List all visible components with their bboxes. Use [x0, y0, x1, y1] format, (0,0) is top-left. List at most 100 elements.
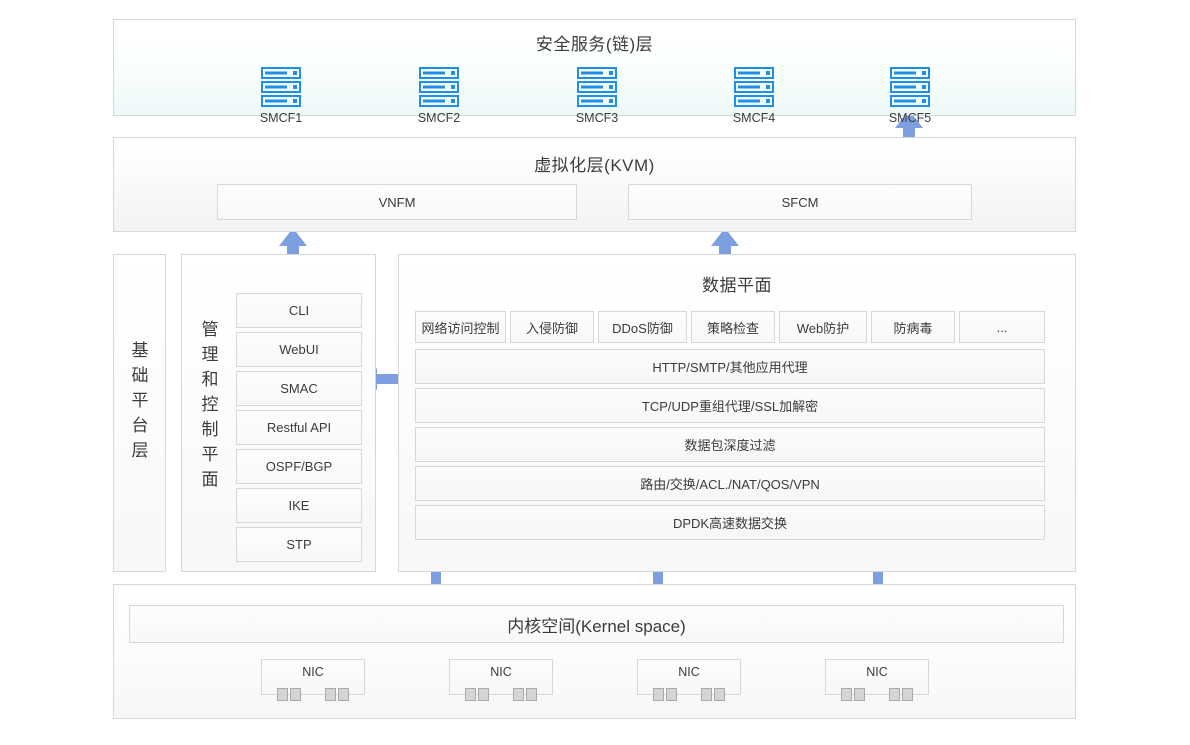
data-plane-feature-7[interactable]: ...	[959, 311, 1045, 343]
data-plane-title: 数据平面	[702, 276, 772, 295]
control-plane-panel: 管理和控制平面 CLI WebUI SMAC Restful API OSPF/…	[181, 254, 376, 572]
smcf-node-label: SMCF2	[417, 111, 461, 125]
nic-label: NIC	[302, 665, 324, 679]
data-plane-feature-4[interactable]: 策略检查	[691, 311, 775, 343]
nic-ports	[262, 688, 364, 701]
data-plane-panel: 数据平面 网络访问控制 入侵防御 DDoS防御 策略检查 Web防护 防病毒 .…	[398, 254, 1076, 572]
nic-port	[277, 688, 288, 701]
control-plane-item-restful-api[interactable]: Restful API	[236, 410, 362, 445]
nic-port	[889, 688, 900, 701]
data-plane-stack-row-2[interactable]: TCP/UDP重组代理/SSL加解密	[415, 388, 1045, 423]
control-plane-item-label: SMAC	[280, 381, 318, 396]
control-plane-item-label: STP	[286, 537, 312, 552]
control-plane-to-virtualization-arrow	[277, 228, 309, 274]
data-plane-feature-1[interactable]: 网络访问控制	[415, 311, 506, 343]
kernel-space-bar: 内核空间(Kernel space)	[129, 605, 1064, 643]
nic-port	[290, 688, 301, 701]
smcf-node-label: SMCF5	[888, 111, 932, 125]
nic-port	[325, 688, 336, 701]
nic-1[interactable]: NIC	[261, 659, 365, 701]
nic-ports	[826, 688, 928, 701]
control-plane-item-label: CLI	[288, 303, 310, 318]
nic-port	[714, 688, 725, 701]
nic-2[interactable]: NIC	[449, 659, 553, 701]
nic-port-pair	[889, 688, 913, 701]
data-plane-feature-label: 策略检查	[706, 320, 759, 336]
nic-port-pair	[277, 688, 301, 701]
nic-port	[338, 688, 349, 701]
data-plane-stack-label: TCP/UDP重组代理/SSL加解密	[641, 399, 819, 414]
kernel-space-title: 内核空间(Kernel space)	[507, 616, 686, 636]
sfcm-block[interactable]: SFCM	[628, 184, 972, 220]
data-plane-stack-row-3[interactable]: 数据包深度过滤	[415, 427, 1045, 462]
smcf-node-1[interactable]: SMCF1	[241, 66, 321, 125]
kernel-space-panel: 内核空间(Kernel space) NIC NIC	[113, 584, 1076, 719]
smcf-node-2[interactable]: SMCF2	[399, 66, 479, 125]
data-plane-feature-label: DDoS防御	[612, 320, 673, 336]
nic-port	[902, 688, 913, 701]
control-plane-item-stp[interactable]: STP	[236, 527, 362, 562]
nic-label: NIC	[866, 665, 888, 679]
nic-label: NIC	[678, 665, 700, 679]
nic-port	[478, 688, 489, 701]
server-icon	[419, 67, 459, 107]
smcf-node-4[interactable]: SMCF4	[714, 66, 794, 125]
data-plane-feature-label: 网络访问控制	[421, 320, 500, 336]
data-plane-stack-row-5[interactable]: DPDK高速数据交换	[415, 505, 1045, 540]
nic-port-pair	[325, 688, 349, 701]
data-plane-stack-label: HTTP/SMTP/其他应用代理	[652, 360, 808, 375]
nic-3[interactable]: NIC	[637, 659, 741, 701]
data-plane-stack-label: DPDK高速数据交换	[672, 516, 788, 531]
server-icon	[261, 67, 301, 107]
server-icon	[577, 67, 617, 107]
data-plane-stack-label: 路由/交换/ACL./NAT/QOS/VPN	[640, 477, 820, 492]
vnfm-block[interactable]: VNFM	[217, 184, 577, 220]
smcf-node-label: SMCF3	[575, 111, 619, 125]
control-plane-item-cli[interactable]: CLI	[236, 293, 362, 328]
control-plane-item-label: Restful API	[266, 420, 332, 435]
infrastructure-layer-label: 基础平台层	[131, 341, 149, 460]
nic-port-pair	[653, 688, 677, 701]
security-service-layer-panel: 安全服务(链)层 SMCF1	[113, 19, 1076, 125]
data-plane-stack-label: 数据包深度过滤	[684, 438, 776, 453]
control-plane-item-ike[interactable]: IKE	[236, 488, 362, 523]
nic-port	[701, 688, 712, 701]
nic-port	[854, 688, 865, 701]
server-icon	[734, 67, 774, 107]
control-plane-item-label: IKE	[288, 498, 310, 513]
control-plane-item-ospf-bgp[interactable]: OSPF/BGP	[236, 449, 362, 484]
control-plane-item-webui[interactable]: WebUI	[236, 332, 362, 367]
control-plane-item-label: WebUI	[279, 342, 319, 357]
data-plane-feature-6[interactable]: 防病毒	[871, 311, 955, 343]
vnfm-label: VNFM	[378, 194, 416, 210]
server-icon	[890, 67, 930, 107]
data-plane-feature-5[interactable]: Web防护	[779, 311, 867, 343]
control-plane-item-smac[interactable]: SMAC	[236, 371, 362, 406]
nic-port-pair	[701, 688, 725, 701]
data-plane-feature-3[interactable]: DDoS防御	[598, 311, 687, 343]
smcf-node-3[interactable]: SMCF3	[557, 66, 637, 125]
virtualization-layer-panel: 虚拟化层(KVM) VNFM SFCM	[113, 137, 1076, 232]
nic-port	[841, 688, 852, 701]
nic-port-pair	[465, 688, 489, 701]
nic-4[interactable]: NIC	[825, 659, 929, 701]
nic-port	[465, 688, 476, 701]
nic-port	[666, 688, 677, 701]
data-plane-feature-2[interactable]: 入侵防御	[510, 311, 594, 343]
data-plane-feature-label: ...	[996, 319, 1008, 335]
data-plane-feature-label: 防病毒	[893, 320, 933, 336]
nic-port	[526, 688, 537, 701]
virtualization-layer-title: 虚拟化层(KVM)	[534, 156, 655, 175]
data-plane-stack-row-4[interactable]: 路由/交换/ACL./NAT/QOS/VPN	[415, 466, 1045, 501]
data-plane-feature-label: Web防护	[796, 320, 850, 336]
nic-port	[653, 688, 664, 701]
sfcm-label: SFCM	[781, 194, 819, 210]
data-plane-stack-row-1[interactable]: HTTP/SMTP/其他应用代理	[415, 349, 1045, 384]
control-plane-item-label: OSPF/BGP	[265, 459, 333, 474]
smcf-node-5[interactable]: SMCF5	[870, 66, 950, 125]
data-plane-to-virtualization-arrow	[709, 228, 741, 274]
control-plane-label: 管理和控制平面	[201, 320, 219, 489]
nic-port	[513, 688, 524, 701]
nic-ports	[638, 688, 740, 701]
